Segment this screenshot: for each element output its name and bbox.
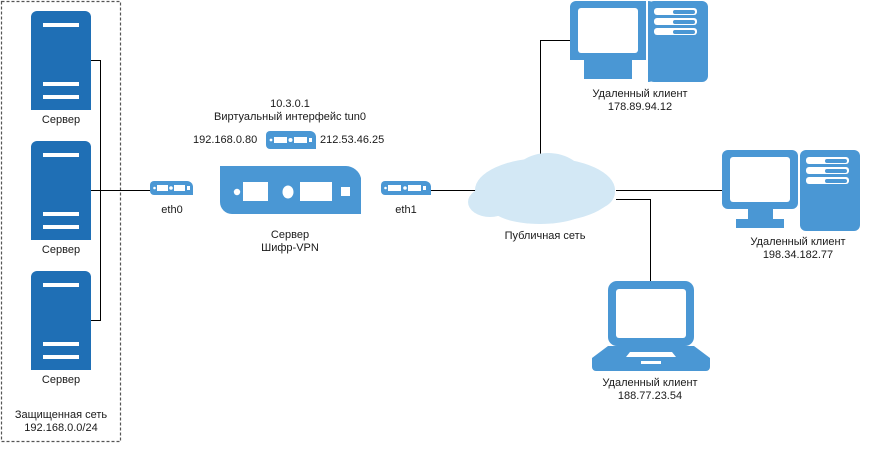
server-2-label: Сервер [41,244,81,256]
client-1-label: Удаленный клиент 178.89.94.12 [580,88,700,114]
server-3[interactable] [31,271,91,370]
network-interface-icon [381,181,431,195]
client-1-ip: 178.89.94.12 [607,101,673,113]
client-3-ip: 188.77.23.54 [617,390,683,402]
cloud-to-client1-line [540,40,570,160]
public-network-label: Публичная сеть [504,230,586,242]
server-tower-icon [31,271,91,370]
cloud-icon [468,153,615,224]
client-2-name: Удаленный клиент [750,236,846,248]
network-appliance-icon [220,166,361,214]
tun0-ip-label: 10.3.0.1 [270,98,310,110]
desktop-computer-icon [722,150,860,231]
client-2-desktop[interactable] [722,150,860,231]
vpn-server-label: Сервер Шифр-VPN [230,229,350,255]
public-network-cloud[interactable] [468,153,615,224]
eth1-interface[interactable] [381,181,431,195]
eth0-interface[interactable] [150,181,193,195]
tun0-right-ip-label: 212.53.46.25 [320,134,385,146]
network-interface-icon [266,131,316,149]
vpn-server-type: Сервер [270,229,310,241]
protected-network-name: Защищенная сеть [14,409,108,421]
connection-lines [91,40,722,321]
eth0-label: eth0 [161,204,183,216]
server-2[interactable] [31,141,91,240]
client-2-label: Удаленный клиент 198.34.182.77 [738,236,858,262]
network-interface-icon [150,181,193,195]
tun0-name-label: Виртуальный интерфейс tun0 [214,111,366,123]
client-1-desktop[interactable] [570,1,708,82]
server-tower-icon [31,11,91,110]
server-1-label: Сервер [41,114,81,126]
client-2-ip: 198.34.182.77 [762,249,834,261]
vpn-server-appliance[interactable] [220,166,361,214]
vpn-server-name: Шифр-VPN [261,242,319,254]
server-3-label: Сервер [41,374,81,386]
eth1-label: eth1 [395,204,417,216]
server-1[interactable] [31,11,91,110]
client-3-name: Удаленный клиент [602,377,698,389]
desktop-computer-icon [570,1,708,82]
tun0-interface[interactable] [266,131,316,149]
protected-network-label: Защищенная сеть 192.168.0.0/24 [1,409,121,435]
protected-network-boundary [0,0,122,443]
laptop-icon [592,281,710,371]
client-1-name: Удаленный клиент [592,88,688,100]
server-tower-icon [31,141,91,240]
protected-network-subnet: 192.168.0.0/24 [24,422,98,434]
client-3-label: Удаленный клиент 188.77.23.54 [590,377,710,403]
tun0-left-ip-label: 192.168.0.80 [193,134,258,146]
cloud-to-client3-line [616,199,651,282]
client-3-laptop[interactable] [592,281,710,371]
